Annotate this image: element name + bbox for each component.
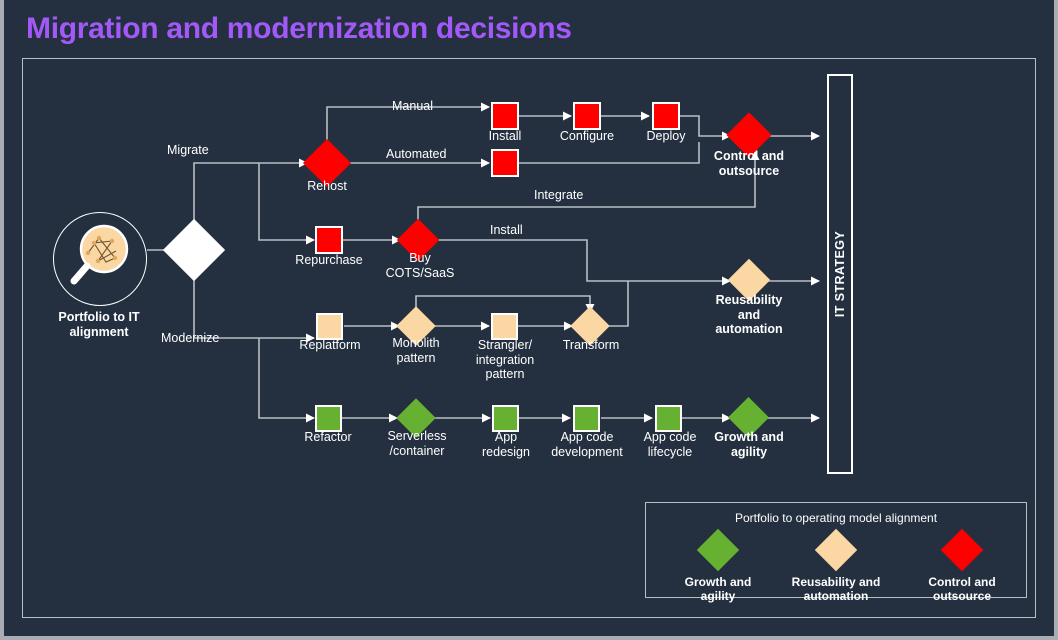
legend-swatch-control-icon — [940, 528, 984, 572]
edge-label-install-cots: Install — [490, 223, 523, 237]
legend-swatch-growth-icon — [696, 528, 740, 572]
slide-canvas: Migration and modernization decisions — [4, 0, 1054, 636]
node-replatform-label: Replatform — [299, 338, 361, 352]
node-app-code-development-box[interactable] — [573, 405, 600, 432]
node-rehost-label: Rehost — [307, 179, 347, 193]
edge-label-automated: Automated — [386, 147, 447, 161]
legend-label-reusability: Reusability and automation — [791, 575, 881, 603]
legend-item-growth: Growth and agility — [658, 528, 778, 603]
node-deploy-box[interactable] — [652, 102, 680, 130]
legend-swatch-reusability-icon — [814, 528, 858, 572]
edge-label-manual: Manual — [392, 99, 433, 113]
legend-title: Portfolio to operating model alignment — [734, 511, 938, 525]
node-app-code-lifecycle-box[interactable] — [655, 405, 682, 432]
node-strangler-label: Strangler/ integration pattern — [475, 338, 535, 381]
node-reusability-automation-label: Reusability and automation — [715, 293, 783, 336]
node-configure-box[interactable] — [573, 102, 601, 130]
node-app-code-development-label: App code development — [551, 430, 623, 459]
legend-item-control: Control and outsource — [902, 528, 1022, 603]
node-app-redesign-label: App redesign — [482, 430, 530, 459]
node-growth-agility-label: Growth and agility — [714, 430, 784, 459]
node-monolith-pattern-label: Monolith pattern — [392, 336, 440, 365]
node-strangler-box[interactable] — [491, 313, 518, 340]
it-strategy-band: IT STRATEGY — [827, 74, 853, 474]
legend-label-control: Control and outsource — [928, 575, 996, 603]
node-transform-label: Transform — [562, 338, 620, 352]
node-app-redesign-box[interactable] — [492, 405, 519, 432]
node-install-box[interactable] — [491, 102, 519, 130]
node-serverless-container-label: Serverless /container — [387, 429, 447, 458]
legend-panel: Portfolio to operating model alignment G… — [645, 502, 1027, 603]
node-repurchase-label: Repurchase — [295, 253, 363, 267]
node-control-outsource-label: Control and outsource — [713, 149, 785, 178]
node-app-code-lifecycle-label: App code lifecycle — [643, 430, 697, 459]
node-install-label: Install — [488, 129, 522, 143]
portfolio-alignment-icon — [53, 212, 147, 306]
edge-label-modernize: Modernize — [161, 331, 220, 345]
legend-label-growth: Growth and agility — [684, 575, 752, 603]
legend-item-reusability: Reusability and automation — [776, 528, 896, 603]
node-deploy-label: Deploy — [646, 129, 686, 143]
node-refactor-box[interactable] — [315, 405, 342, 432]
magnifier-network-icon — [70, 224, 129, 285]
node-refactor-label: Refactor — [304, 430, 352, 444]
diagram-frame — [22, 58, 1036, 618]
node-buy-cots-label: Buy COTS/SaaS — [385, 251, 455, 280]
portfolio-alignment-label: Portfolio to IT alignment — [58, 310, 140, 339]
node-replatform-box[interactable] — [316, 313, 343, 340]
edge-label-migrate: Migrate — [167, 143, 209, 157]
node-automated-box[interactable] — [491, 149, 519, 177]
node-configure-label: Configure — [559, 129, 615, 143]
it-strategy-label: IT STRATEGY — [833, 230, 847, 318]
edge-label-integrate: Integrate — [534, 188, 584, 202]
page-title: Migration and modernization decisions — [26, 12, 572, 45]
node-repurchase-box[interactable] — [315, 226, 343, 254]
